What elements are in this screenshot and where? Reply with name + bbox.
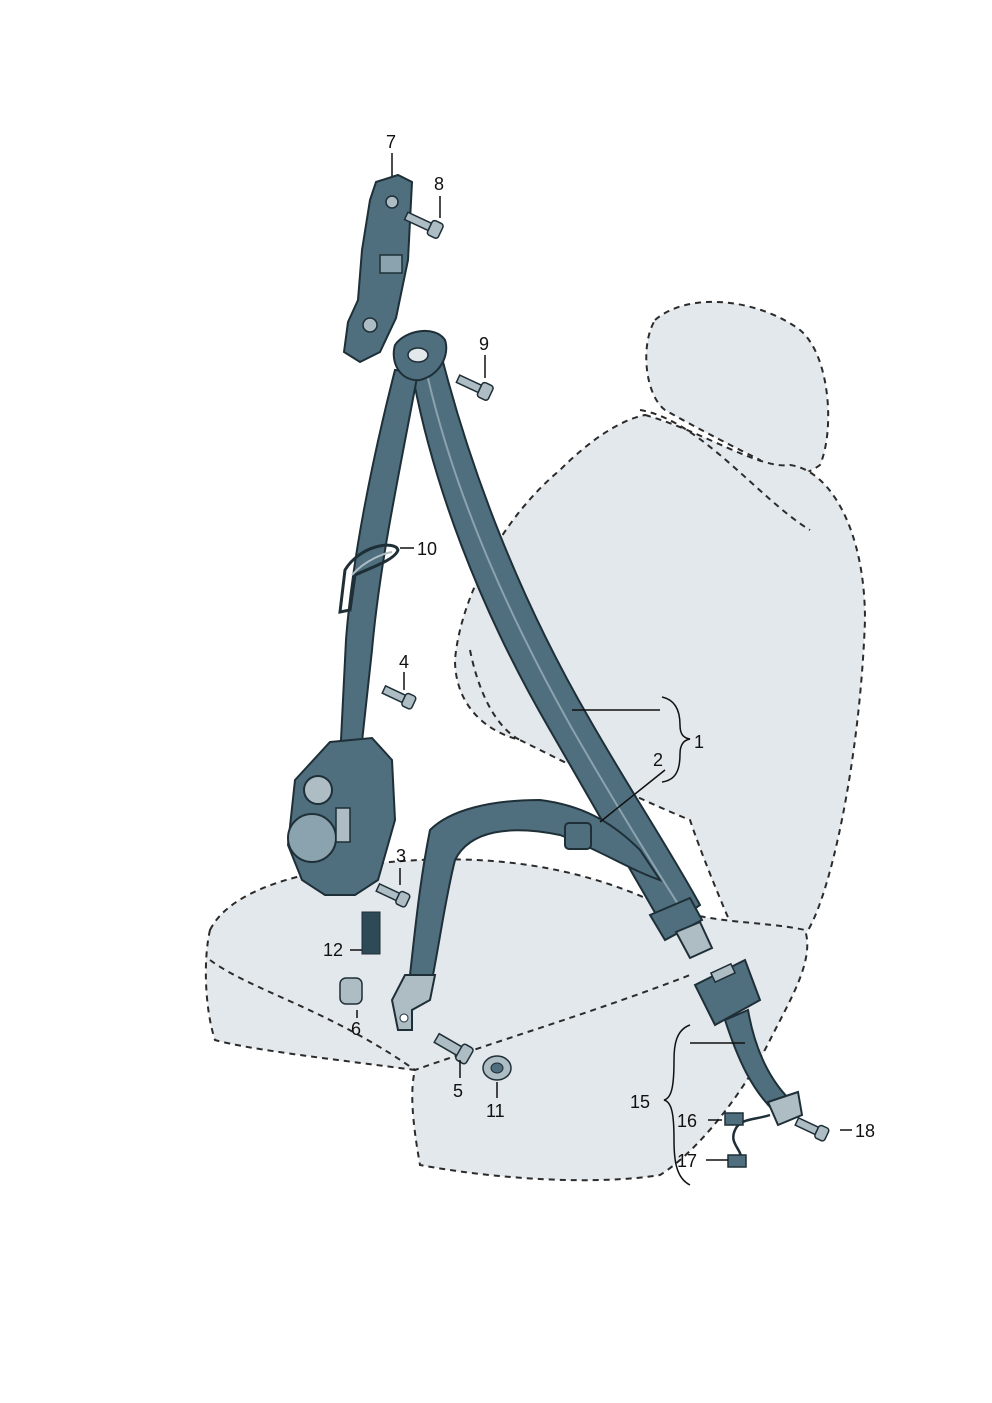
warning-label bbox=[361, 911, 381, 955]
lap-anchor-hole bbox=[399, 1013, 409, 1023]
brace-15 bbox=[663, 1024, 691, 1186]
seat-phantom bbox=[204, 300, 867, 1182]
callouts: 1 2 3 4 5 6 7 8 9 10 11 12 15 16 17 18 bbox=[323, 132, 875, 1171]
callout-11: 11 bbox=[486, 1101, 505, 1121]
adjuster-bolt-hole-lower bbox=[362, 317, 378, 333]
fasteners bbox=[339, 211, 830, 1142]
bolt-5 bbox=[433, 1032, 474, 1065]
belt-tongue bbox=[648, 896, 714, 960]
callout-9: 9 bbox=[479, 334, 489, 354]
seat-cushion bbox=[204, 858, 809, 1182]
callout-16: 16 bbox=[677, 1111, 697, 1131]
belt-guide-clip bbox=[338, 543, 400, 614]
retractor-gear bbox=[303, 775, 333, 805]
tongue-body bbox=[648, 896, 704, 942]
shoulder-webbing-highlight bbox=[424, 364, 686, 916]
backrest-side-crease bbox=[469, 649, 521, 741]
wire-connector-lower bbox=[727, 1154, 747, 1168]
callout-18: 18 bbox=[855, 1121, 875, 1141]
buckle-assembly bbox=[693, 958, 804, 1168]
callout-12: 12 bbox=[323, 940, 343, 960]
bolt-18 bbox=[794, 1116, 830, 1142]
brace-1 bbox=[661, 696, 691, 783]
height-adjuster bbox=[342, 173, 414, 364]
cushion-front-edge bbox=[209, 959, 691, 1072]
bolt-4 bbox=[381, 684, 417, 710]
height-adjuster-rail bbox=[342, 173, 414, 364]
bolt-3 bbox=[375, 882, 411, 908]
adjuster-bolt-hole-upper bbox=[385, 195, 399, 209]
backrest-crease bbox=[639, 409, 811, 531]
callout-15: 15 bbox=[630, 1092, 650, 1112]
callout-6: 6 bbox=[351, 1019, 361, 1039]
adjuster-slider bbox=[379, 254, 403, 274]
bolt-8 bbox=[403, 211, 444, 239]
buckle-bracket bbox=[766, 1090, 804, 1127]
belt-guide-loop bbox=[564, 822, 592, 850]
buckle-connector bbox=[724, 1112, 744, 1126]
buckle-wire bbox=[732, 1113, 771, 1163]
callout-5: 5 bbox=[453, 1081, 463, 1101]
belt-guide-clip-inner bbox=[351, 551, 393, 576]
retractor-spool bbox=[287, 813, 337, 863]
retractor-pretensioner bbox=[335, 807, 351, 843]
bolt-9 bbox=[455, 374, 494, 401]
callout-2: 2 bbox=[653, 750, 663, 770]
anchor-hole bbox=[407, 347, 429, 363]
callout-8: 8 bbox=[434, 174, 444, 194]
callout-10: 10 bbox=[417, 539, 437, 559]
callout-4: 4 bbox=[399, 652, 409, 672]
callout-7: 7 bbox=[386, 132, 396, 152]
spacer-6 bbox=[339, 977, 363, 1005]
callout-1: 1 bbox=[694, 732, 704, 752]
belt-retractor bbox=[286, 543, 400, 955]
lap-belt bbox=[390, 798, 663, 1031]
callout-17: 17 bbox=[677, 1151, 697, 1171]
headrest bbox=[645, 300, 830, 477]
leader-lines bbox=[350, 153, 852, 1186]
shoulder-webbing bbox=[408, 348, 702, 932]
seat-backrest bbox=[453, 413, 867, 948]
nut-11-hole bbox=[490, 1062, 504, 1074]
tongue-metal bbox=[674, 920, 714, 960]
buckle-release-button bbox=[709, 962, 737, 984]
callout-3: 3 bbox=[396, 846, 406, 866]
